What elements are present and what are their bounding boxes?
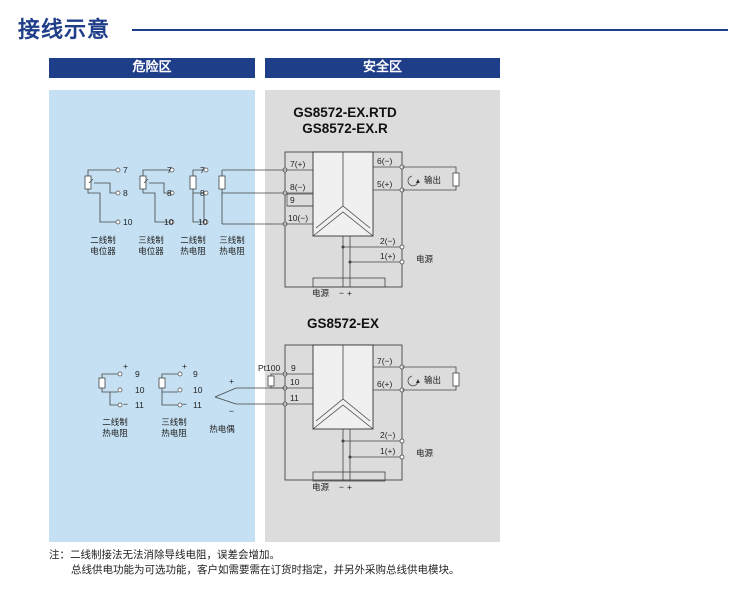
- top-model-line2: GS8572-EX.R: [302, 121, 388, 136]
- svg-text:9: 9: [193, 369, 198, 379]
- svg-text:10: 10: [198, 217, 208, 227]
- note-line-2: 总线供电功能为可选功能，客户如需要需在订货时指定，并另外采购总线供电模块。: [71, 564, 460, 576]
- sensor-2wire-rtd-top: 7 8 10 二线制 热电阻: [180, 165, 209, 257]
- safe-zone-header: 安全区: [265, 58, 500, 78]
- sensor4-label-l1: 三线制: [219, 235, 245, 246]
- top-term-8: 8(−): [290, 182, 306, 192]
- svg-text:7: 7: [123, 165, 128, 175]
- svg-text:11: 11: [193, 400, 202, 410]
- bottom-output-terminals: 7(−) 6(+) 输出: [373, 356, 460, 393]
- sensor3-label-l1: 二线制: [180, 235, 206, 246]
- bottom-term-1: 1(+): [380, 446, 396, 456]
- hazardous-zone-header: 危险区: [49, 58, 255, 78]
- bottom-isolator-symbol: [312, 345, 374, 430]
- top-isolator-symbol: [312, 152, 374, 237]
- sensor3-label-l2: 热电阻: [180, 246, 206, 257]
- top-output-arrow-icon: [407, 175, 420, 187]
- bottom-output-label: 输出: [424, 375, 441, 386]
- svg-text:−: −: [182, 399, 187, 409]
- top-bus-power-label: 电源: [312, 288, 330, 299]
- bottom-bus-power-label: 电源: [312, 482, 330, 493]
- bottom-bus-minus: −: [339, 482, 344, 492]
- note-line-1: 注：二线制接法无法消除导线电阻，误差会增加。: [49, 549, 280, 561]
- top-power-label: 电源: [416, 254, 434, 265]
- title-rule: [132, 29, 728, 31]
- svg-text:7: 7: [167, 165, 172, 175]
- bottom-term-7: 7(−): [377, 356, 393, 366]
- svg-text:10: 10: [164, 217, 174, 227]
- svg-text:8: 8: [123, 188, 128, 198]
- svg-text:+: +: [182, 361, 187, 371]
- sensor-3wire-potentiometer: 7 8 10 三线制 电位器: [138, 165, 175, 257]
- thermocouple-sensor: + − 热电偶: [209, 376, 285, 435]
- b-sensor2-label-l1: 三线制: [161, 417, 187, 428]
- bottom-output-arrow-icon: [407, 375, 420, 387]
- top-bus-minus: −: [339, 288, 344, 298]
- bottom-input-terminals: 9 10 11 Pt100: [258, 363, 313, 407]
- b-sensor1-label-l1: 二线制: [102, 417, 128, 428]
- svg-text:10: 10: [135, 385, 145, 395]
- b-sensor1-label-l2: 热电阻: [102, 428, 128, 439]
- hazardous-zone-area: [49, 90, 255, 542]
- top-output-label: 输出: [424, 175, 441, 186]
- svg-text:−: −: [123, 399, 128, 409]
- bottom-pt100-icon: [267, 375, 275, 387]
- top-output-load-icon: [452, 172, 460, 187]
- bottom-power-label: 电源: [416, 448, 434, 459]
- bottom-term-2: 2(−): [380, 430, 396, 440]
- sensor2-label-l2: 电位器: [138, 246, 164, 257]
- bottom-output-load-icon: [452, 372, 460, 387]
- top-term-2: 2(−): [380, 236, 396, 246]
- top-term-1: 1(+): [380, 251, 396, 261]
- svg-text:+: +: [229, 376, 234, 386]
- svg-text:7: 7: [200, 165, 205, 175]
- sensor-3wire-rtd-top: 三线制 热电阻: [218, 175, 245, 257]
- thermocouple-label: 热电偶: [209, 424, 235, 435]
- top-field-wiring: [221, 169, 285, 225]
- svg-text:8: 8: [167, 188, 172, 198]
- top-term-9: 9: [290, 195, 295, 205]
- bottom-term-10: 10: [290, 377, 300, 387]
- svg-text:8: 8: [200, 188, 205, 198]
- bottom-power-terminals: 2(−) 1(+) 电源 电源 − +: [312, 429, 434, 493]
- sensor4-label-l2: 热电阻: [219, 246, 245, 257]
- top-output-terminals: 6(−) 5(+) 输出: [373, 156, 460, 193]
- svg-text:9: 9: [135, 369, 140, 379]
- bottom-term-9: 9: [291, 363, 296, 373]
- sensor1-label-l2: 电位器: [90, 246, 116, 257]
- svg-text:10: 10: [193, 385, 203, 395]
- top-power-terminals: 2(−) 1(+) 电源 电源 − +: [312, 236, 434, 299]
- top-bus-plus: +: [347, 288, 352, 298]
- sensor-2wire-rtd-bottom: + − 9 10 11 二线制 热电阻: [98, 361, 145, 439]
- top-term-5: 5(+): [377, 179, 393, 189]
- bottom-term-11: 11: [290, 393, 299, 403]
- sensor-2wire-potentiometer: 7 8 10 二线制 电位器: [84, 165, 133, 257]
- sensor1-label-l1: 二线制: [90, 235, 116, 246]
- top-term-10: 10(−): [288, 213, 308, 223]
- svg-text:10: 10: [123, 217, 133, 227]
- top-model-line1: GS8572-EX.RTD: [293, 105, 397, 120]
- svg-text:11: 11: [135, 400, 144, 410]
- bottom-bus-plus: +: [347, 482, 352, 492]
- page-title: 接线示意: [18, 18, 111, 43]
- bottom-term-6: 6(+): [377, 379, 393, 389]
- top-term-6: 6(−): [377, 156, 393, 166]
- top-input-terminals: 7(+) 8(−) 9 10(−): [282, 159, 314, 227]
- svg-text:−: −: [229, 406, 234, 416]
- bottom-pt100-label: Pt100: [258, 363, 280, 373]
- sensor-3wire-rtd-bottom: + − 9 10 11 三线制 热电阻: [158, 361, 203, 439]
- svg-text:+: +: [123, 361, 128, 371]
- sensor2-label-l1: 三线制: [138, 235, 164, 246]
- safe-zone-area: [265, 90, 500, 542]
- b-sensor2-label-l2: 热电阻: [161, 428, 187, 439]
- bottom-model-line1: GS8572-EX: [307, 316, 379, 331]
- top-term-7: 7(+): [290, 159, 306, 169]
